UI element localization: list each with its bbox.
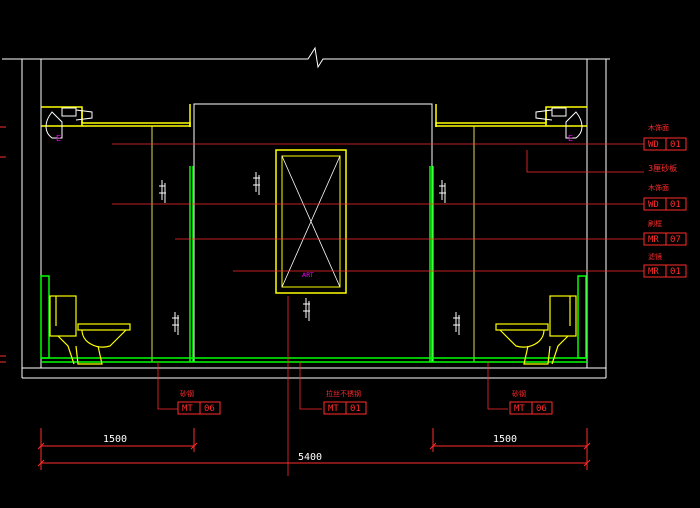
svg-text:MT: MT [328, 404, 339, 414]
partitions [40, 166, 587, 363]
label-wood-1: 木饰面 [648, 123, 669, 132]
leader-lines [112, 143, 644, 476]
switch-symbols [159, 172, 460, 335]
tag-mt01: MT 01 [323, 401, 367, 415]
svg-text:MT: MT [182, 404, 193, 414]
mirror-panel [275, 149, 347, 294]
label-mirror: 滤镜 [648, 252, 662, 261]
center-wall-top [193, 103, 433, 362]
dim-right: 1500 [493, 434, 517, 445]
svg-text:MR: MR [648, 267, 659, 277]
wall-outline [2, 46, 610, 379]
label-steel-left: 砂钢 [180, 389, 194, 398]
tag-mr07: MR 07 [643, 232, 687, 246]
ceiling-light-right [535, 107, 583, 139]
top-break-line [2, 46, 610, 69]
toilet-right [495, 295, 577, 365]
dimension-lines [37, 428, 591, 470]
label-steel-right: 砂钢 [512, 389, 526, 398]
tag-mt06-b: MT 06 [509, 401, 553, 415]
svg-text:06: 06 [204, 404, 215, 414]
label-steel-center: 拉丝不锈钢 [326, 389, 361, 398]
dim-left: 1500 [103, 434, 127, 445]
svg-text:WD: WD [648, 140, 659, 150]
tag-mr01: MR 01 [643, 264, 687, 278]
left-soffit [41, 106, 191, 127]
label-wood-2: 木饰面 [648, 183, 669, 192]
e-label-left: E [56, 134, 61, 143]
svg-text:WD: WD [648, 200, 659, 210]
label-mirror-frame: 刷框 [648, 219, 662, 228]
tag-mt06-a: MT 06 [177, 401, 221, 415]
svg-text:01: 01 [670, 200, 681, 210]
bottom-callouts: 砂钢 MT 06 拉丝不锈钢 MT 01 砂钢 MT 06 [177, 389, 553, 415]
svg-text:06: 06 [536, 404, 547, 414]
toilet-left [49, 295, 131, 365]
right-soffit [435, 106, 587, 127]
svg-text:01: 01 [670, 140, 681, 150]
left-cistern-pipe [40, 275, 50, 359]
material-callouts: 木饰面 WD 01 3厘砂板 木饰面 WD 01 刷框 MR 07 滤镜 MR … [643, 123, 687, 278]
e-label-right: E [568, 134, 573, 143]
edge-ticks [0, 126, 6, 363]
svg-text:01: 01 [670, 267, 681, 277]
svg-text:07: 07 [670, 235, 681, 245]
ceiling-light-left [45, 107, 93, 139]
svg-text:01: 01 [350, 404, 361, 414]
dim-total: 5400 [298, 452, 322, 463]
right-cistern-pipe [577, 275, 587, 359]
tag-wd01-b: WD 01 [643, 197, 687, 211]
svg-text:MT: MT [514, 404, 525, 414]
svg-text:MR: MR [648, 235, 659, 245]
ceiling-soffit [41, 104, 587, 127]
label-glass-3: 3厘砂板 [648, 163, 677, 173]
art-label: ART [302, 272, 314, 279]
tag-wd01-a: WD 01 [643, 137, 687, 151]
